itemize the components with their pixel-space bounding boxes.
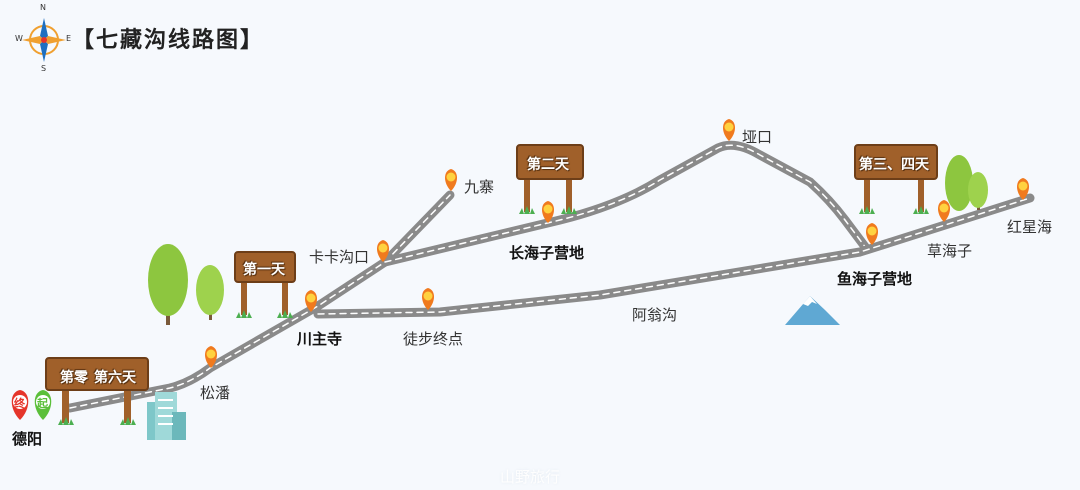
start-pin-icon: [34, 390, 52, 420]
route-roads: [65, 140, 1035, 413]
compass-e-label: E: [66, 34, 72, 43]
sign-label-day0: 第零: [60, 370, 88, 386]
pin-yuhaizi: [866, 223, 878, 245]
start-pin-label: 起: [37, 397, 48, 410]
sign-label-day1: 第一天: [243, 262, 285, 278]
place-tubuzhongdian: 徒步终点: [403, 330, 464, 348]
end-pin-label: 终: [14, 397, 25, 410]
place-changhaizi: 长海子营地: [509, 244, 585, 262]
pin-yakou: [723, 119, 735, 141]
place-caohaizi: 草海子: [927, 242, 973, 260]
place-deyang: 德阳: [12, 430, 43, 448]
place-yakou: 垭口: [742, 128, 773, 146]
place-kakagoukou: 卡卡沟口: [309, 248, 370, 266]
pin-jiuzhai: [445, 169, 457, 191]
place-awenggou: 阿翁沟: [632, 306, 678, 324]
end-pin-icon: [11, 390, 29, 420]
place-songpan: 松潘: [200, 384, 231, 402]
city-building-icon: [147, 392, 186, 440]
watermark: 山野旅行: [500, 468, 561, 486]
wooden-sign-day34: [854, 144, 938, 214]
wooden-sign-day0-day6: [45, 357, 149, 425]
road-kaka-yakou: [380, 140, 871, 267]
compass-w-label: W: [15, 34, 23, 43]
sign-label-day2: 第二天: [527, 157, 569, 173]
compass-n-label: N: [40, 3, 46, 12]
mountain-icon: [785, 296, 840, 325]
compass-s-label: S: [41, 64, 47, 73]
place-hongxinghai: 红星海: [1007, 218, 1053, 236]
wooden-sign-day2: [516, 144, 584, 214]
tree-icon: [148, 155, 988, 325]
wooden-sign-day1: [234, 251, 296, 318]
place-chuanzhusi: 川主寺: [297, 330, 343, 348]
place-jiuzhai: 九寨: [464, 178, 495, 196]
sign-label-day34: 第三、四天: [859, 157, 929, 173]
pin-caohaizi: [938, 200, 950, 222]
place-yuhaizi: 鱼海子营地: [837, 270, 913, 288]
pin-tubuzhongdian: [422, 288, 434, 310]
compass-rose-icon: [22, 18, 66, 62]
sign-label-day6: 第六天: [94, 370, 136, 386]
map-title: 【七藏沟线路图】: [72, 28, 265, 53]
